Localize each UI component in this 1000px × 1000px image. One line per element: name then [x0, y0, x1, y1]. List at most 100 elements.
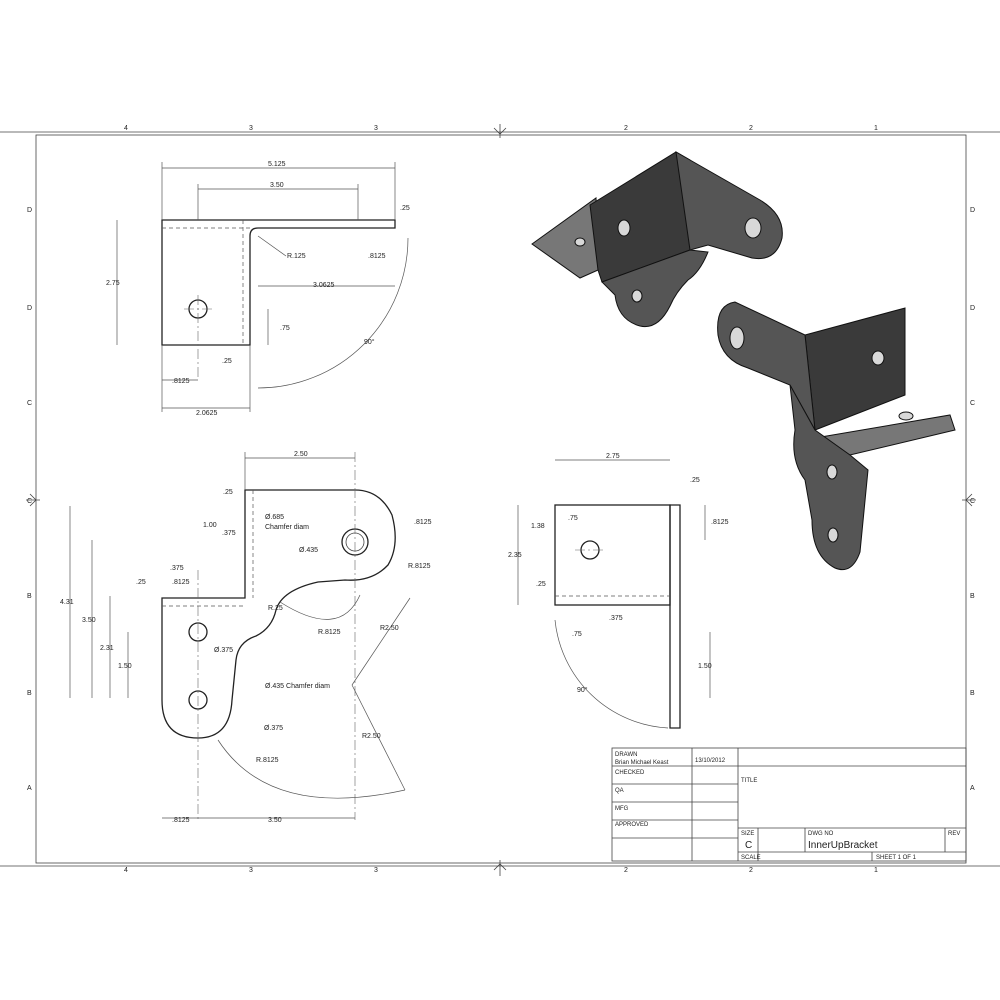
zone-col-1-bottom: 1 [874, 867, 878, 874]
tb-mfg-label: MFG [615, 806, 629, 812]
front-dim-025-left: .25 [136, 579, 146, 586]
tb-rev-label: REV [948, 831, 960, 837]
zone-row-c2-left: C [27, 498, 32, 505]
zone-col-3a-top: 3 [249, 125, 253, 132]
zone-col-2a-bottom: 2 [624, 867, 628, 874]
zone-row-d2-right: D [970, 305, 975, 312]
front-note-dia435: Ø.435 [299, 547, 318, 554]
iso-lower-hole-3 [898, 411, 914, 421]
front-dim-r8125-lower: R.8125 [256, 757, 279, 764]
side-dim-075-bottom: .75 [572, 631, 582, 638]
front-dim-r250-upper: R2.50 [380, 625, 399, 632]
front-dim-375-top: .375 [222, 530, 236, 537]
zone-col-4-top: 4 [124, 125, 128, 132]
zone-row-c1-left: C [27, 400, 32, 407]
tb-title-label: TITLE [741, 778, 757, 784]
top-dim-8125-bottom: .8125 [172, 378, 190, 385]
top-dim-025: .25 [400, 205, 410, 212]
zone-row-b2-right: B [970, 690, 975, 697]
front-dim-431: 4.31 [60, 599, 74, 606]
zone-col-3b-bottom: 3 [374, 867, 378, 874]
front-view-outline [161, 489, 396, 739]
centering-mark-left [26, 493, 40, 507]
front-note-dia435-chamfer: Ø.435 Chamfer diam [265, 683, 330, 690]
zone-row-b1-left: B [27, 593, 32, 600]
front-dim-dia375-upper: Ø.375 [214, 647, 233, 654]
top-dim-025-bottom: .25 [222, 358, 232, 365]
iso-upper-ear [675, 151, 783, 260]
front-dim-8125-right: .8125 [414, 519, 432, 526]
front-view-arc-r250-lower [351, 684, 406, 791]
front-dim-350v: 3.50 [82, 617, 96, 624]
zone-row-d1-left: D [27, 207, 32, 214]
front-note-dia685: Ø.685 [265, 514, 284, 521]
zone-row-c1-right: C [970, 400, 975, 407]
iso-lower-back-plate [804, 307, 906, 431]
top-dim-r125: R.125 [287, 253, 306, 260]
side-dim-8125: .8125 [711, 519, 729, 526]
side-dim-138: 1.38 [531, 523, 545, 530]
front-dim-r8125-right: R.8125 [408, 563, 431, 570]
side-dim-90deg: 90° [577, 686, 588, 694]
iso-upper-hole-4 [574, 237, 586, 247]
side-dim-025-top: .25 [690, 477, 700, 484]
top-dim-350: 3.50 [270, 182, 284, 189]
front-dim-250: 2.50 [294, 451, 308, 458]
side-view-bend-arc [554, 619, 669, 729]
side-view: 2.75 .25 .75 1.38 .8125 2.35 .25 .75 .37… [508, 453, 729, 729]
title-block: DRAWN Brian Michael Keast 13/10/2012 CHE… [611, 747, 967, 862]
zone-row-a-left: A [27, 785, 32, 792]
zone-row-a-right: A [970, 785, 975, 792]
leader-r125 [257, 235, 287, 257]
zone-row-b1-right: B [970, 593, 975, 600]
iso-upper-left-flange [531, 197, 599, 279]
zone-col-4-bottom: 4 [124, 867, 128, 874]
front-dim-350-bottom: 3.50 [268, 817, 282, 824]
front-note-chamfer: Chamfer diam [265, 524, 309, 531]
front-dim-8125-bottom: .8125 [172, 817, 190, 824]
zone-col-2b-top: 2 [749, 125, 753, 132]
zone-row-b2-left: B [27, 690, 32, 697]
zone-col-3a-bottom: 3 [249, 867, 253, 874]
top-view-bend-arc [257, 237, 409, 389]
side-dim-235: 2.35 [508, 552, 522, 559]
iso-lower-hole-1 [729, 326, 745, 350]
front-view-arc-large [217, 739, 406, 799]
tb-approved-label: APPROVED [615, 822, 649, 828]
tb-drawn-date: 13/10/2012 [695, 758, 726, 764]
side-view-flange [669, 504, 681, 729]
front-dim-dia375-lower: Ø.375 [264, 725, 283, 732]
tb-size-value: C [745, 840, 752, 851]
iso-upper-hole-3 [631, 289, 643, 303]
tb-dwg-no-label: DWG NO [808, 831, 834, 837]
front-dim-231: 2.31 [100, 645, 114, 652]
side-dim-375: .375 [609, 615, 623, 622]
side-dim-075-top: .75 [568, 515, 578, 522]
tb-size-label: SIZE [741, 831, 754, 837]
sheet-border [35, 134, 967, 864]
side-dim-275: 2.75 [606, 453, 620, 460]
front-dim-100: 1.00 [203, 522, 217, 529]
tb-drawn-label: DRAWN [615, 752, 637, 758]
zone-col-2b-bottom: 2 [749, 867, 753, 874]
title-block-frame [611, 747, 967, 862]
top-view-outline [161, 219, 396, 346]
front-dim-r8125-mid: R.8125 [318, 629, 341, 636]
front-dim-r025: R.25 [268, 605, 283, 612]
front-view-arc-r250-upper [351, 597, 411, 686]
iso-view-lower [717, 301, 956, 571]
tb-dwg-no-value: InnerUpBracket [808, 840, 878, 851]
top-dim-075: .75 [280, 325, 290, 332]
side-dim-150: 1.50 [698, 663, 712, 670]
front-view-arc-mid [279, 594, 361, 620]
iso-lower-hole-2 [871, 350, 885, 366]
tb-qa-label: QA [615, 788, 624, 794]
top-dim-20625: 2.0625 [196, 410, 218, 417]
centering-mark-bottom [493, 860, 507, 876]
iso-upper-hole-1 [617, 219, 631, 237]
zone-col-1-top: 1 [874, 125, 878, 132]
side-dim-025-mid: .25 [536, 581, 546, 588]
zone-row-d1-right: D [970, 207, 975, 214]
zone-row-d2-left: D [27, 305, 32, 312]
